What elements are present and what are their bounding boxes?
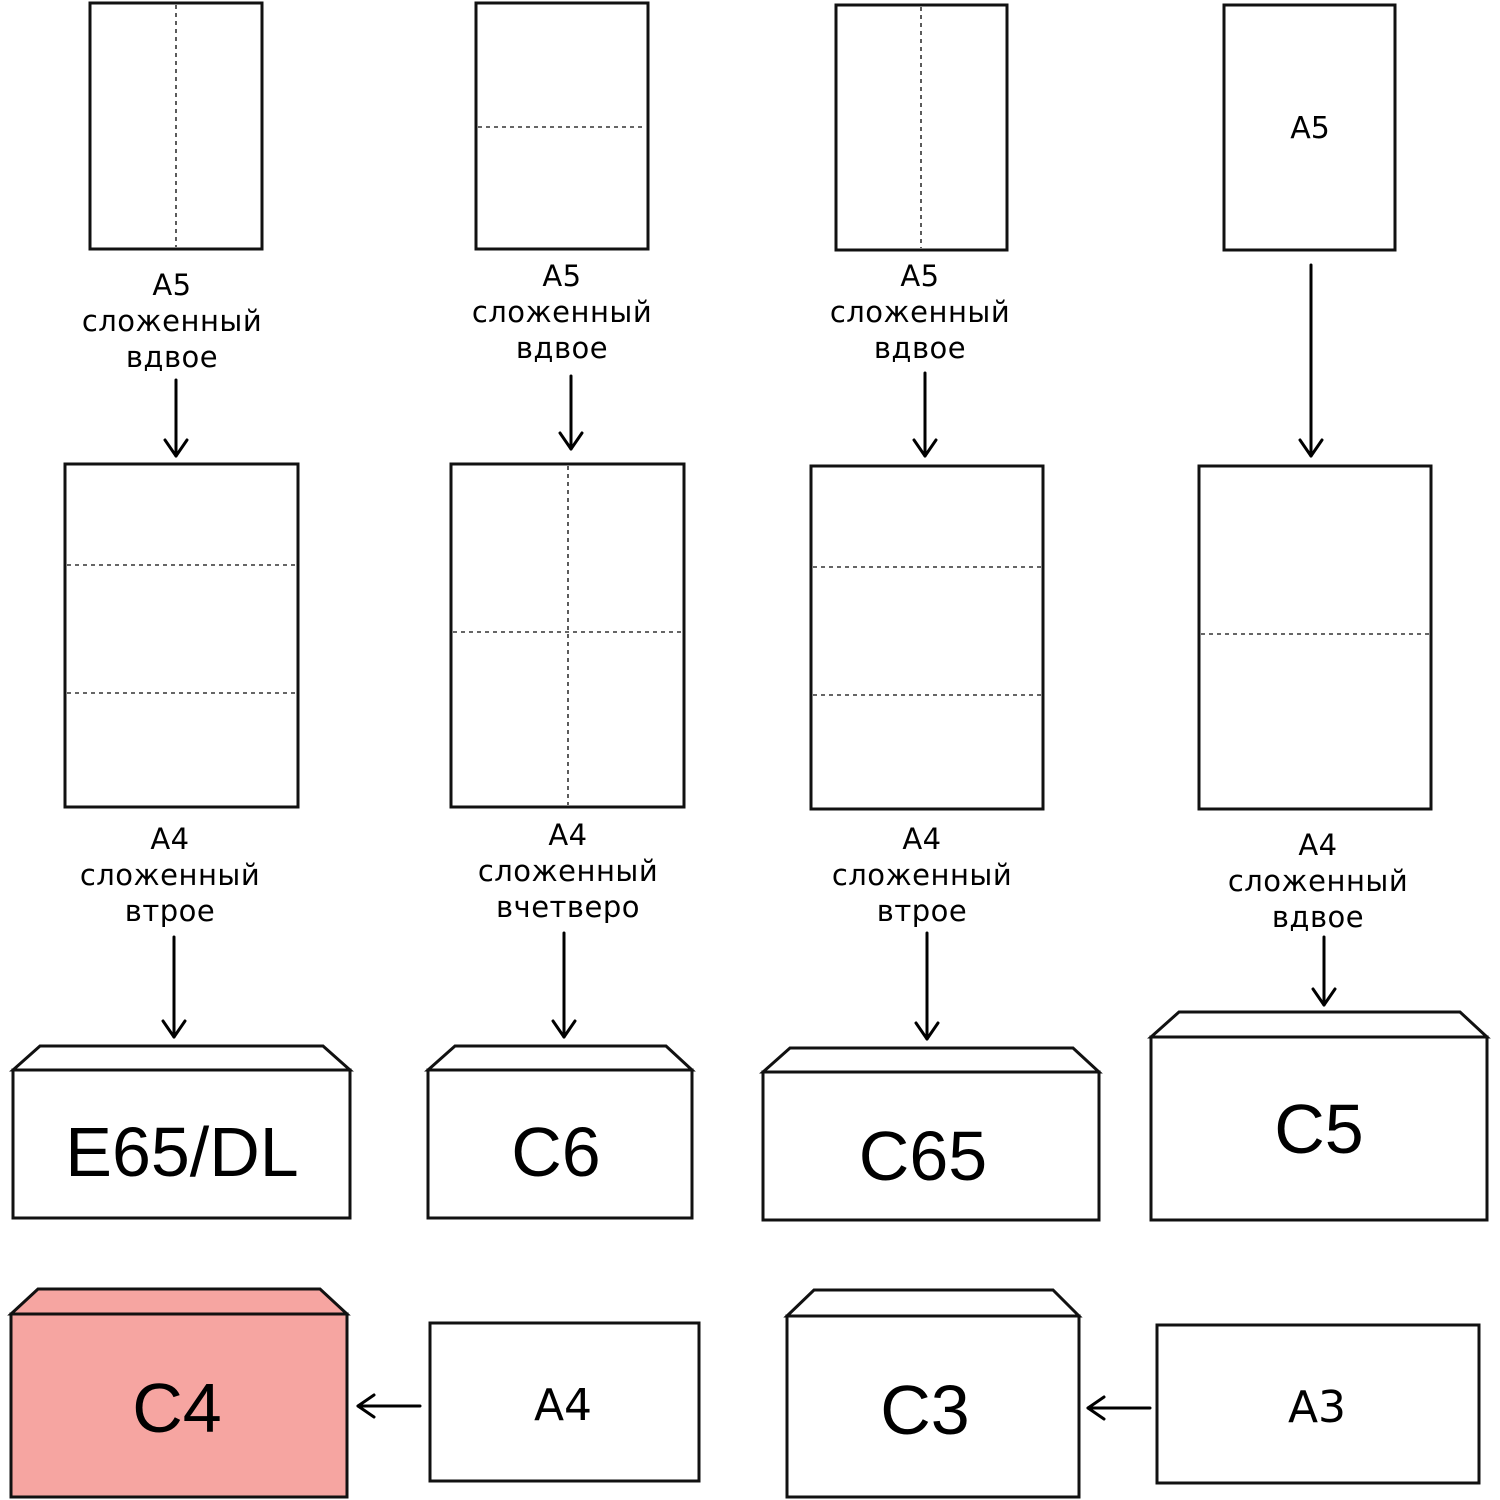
caption-a5-col1: A5 сложенный вдвое — [52, 267, 292, 375]
envelope-c4: C4 — [7, 1287, 351, 1499]
caption-line2: вдвое — [1271, 900, 1365, 934]
envelope-c3: C3 — [783, 1288, 1083, 1499]
a5-sheet-col3 — [834, 3, 1009, 252]
a4-sheet-col4 — [1197, 464, 1433, 811]
caption-size: A4 — [1298, 828, 1338, 862]
a5-sheet-col1 — [88, 1, 264, 251]
envelope-label: C4 — [132, 1369, 221, 1447]
envelope-label: C65 — [859, 1117, 987, 1195]
caption-line1: сложенный — [1227, 864, 1409, 898]
caption-line2: вдвое — [125, 340, 219, 374]
caption-a5-col3: A5 сложенный вдвое — [800, 258, 1040, 366]
envelope-c5: C5 — [1147, 1010, 1491, 1222]
a5-sheet-col2 — [474, 1, 650, 251]
caption-line1: сложенный — [79, 858, 261, 892]
caption-line1: сложенный — [81, 304, 263, 338]
a4-sheet-col1 — [63, 462, 300, 809]
envelope-c6: C6 — [424, 1044, 696, 1220]
a4-sheet-landscape: A4 — [428, 1321, 701, 1483]
envelope-e65-dl: E65/DL — [9, 1044, 354, 1220]
arrow-down-col1 — [163, 378, 189, 458]
a3-sheet-landscape: A3 — [1155, 1323, 1481, 1485]
a5-sheet-col4: A5 — [1222, 3, 1397, 252]
caption-line2: втрое — [876, 894, 968, 928]
caption-size: A4 — [150, 822, 190, 856]
arrow-down-col2-env — [551, 931, 577, 1039]
caption-size: A4 — [548, 818, 588, 852]
caption-a4-col3: A4 сложенный втрое — [802, 821, 1042, 929]
envelope-label: C3 — [880, 1371, 969, 1449]
caption-line1: сложенный — [831, 858, 1013, 892]
caption-size: A4 — [902, 822, 942, 856]
envelope-c65: C65 — [759, 1046, 1103, 1222]
caption-size: A5 — [542, 259, 582, 293]
caption-a4-col1: A4 сложенный втрое — [50, 821, 290, 929]
arrow-down-col1-env — [161, 935, 187, 1039]
caption-a4-col2: A4 сложенный вчетверо — [448, 817, 688, 925]
a3-sheet-label: A3 — [1288, 1382, 1346, 1433]
caption-line2: втрое — [124, 894, 216, 928]
arrow-left-a3-to-c3 — [1086, 1395, 1152, 1421]
arrow-down-col3 — [912, 371, 938, 458]
arrow-down-col4-env — [1311, 935, 1337, 1007]
a5-sheet-label: A5 — [1290, 111, 1330, 146]
envelope-label: C5 — [1274, 1090, 1363, 1168]
envelope-label: C6 — [511, 1113, 600, 1191]
arrow-down-col4 — [1298, 263, 1324, 458]
caption-line1: сложенный — [829, 295, 1011, 329]
envelope-label: E65/DL — [65, 1113, 298, 1191]
caption-line1: сложенный — [477, 854, 659, 888]
caption-line1: сложенный — [471, 295, 653, 329]
caption-line2: вдвое — [873, 331, 967, 365]
a4-sheet-col3 — [809, 464, 1045, 811]
caption-line2: вчетверо — [495, 890, 641, 924]
caption-size: A5 — [900, 259, 940, 293]
caption-line2: вдвое — [515, 331, 609, 365]
caption-a4-col4: A4 сложенный вдвое — [1198, 827, 1438, 935]
a4-sheet-label: A4 — [534, 1380, 592, 1431]
caption-size: A5 — [152, 268, 192, 302]
caption-a5-col2: A5 сложенный вдвое — [442, 258, 682, 366]
arrow-down-col2 — [558, 374, 584, 451]
arrow-left-a4-to-c4 — [356, 1393, 422, 1419]
a4-sheet-col2 — [449, 462, 686, 809]
arrow-down-col3-env — [914, 931, 940, 1041]
